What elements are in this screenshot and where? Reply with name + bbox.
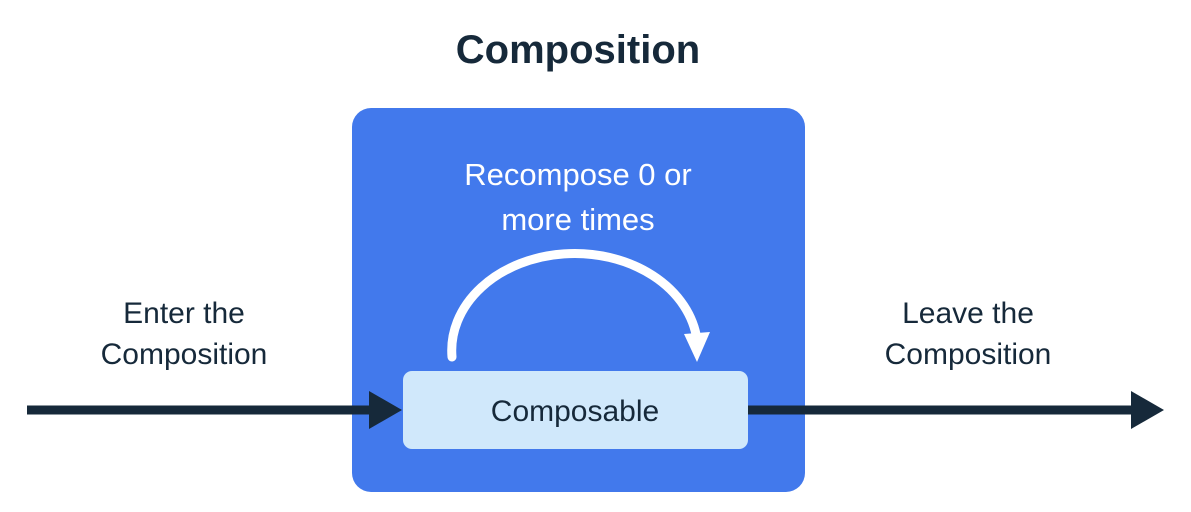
leave-composition-arrow: [748, 391, 1164, 429]
recompose-label-line2: more times: [501, 202, 654, 237]
enter-label-line2: Composition: [101, 338, 268, 371]
enter-label-line1: Enter the: [123, 297, 245, 330]
enter-composition-arrow: [27, 391, 402, 429]
leave-arrowhead: [1131, 391, 1164, 429]
recompose-label-line1: Recompose 0 or: [464, 157, 691, 192]
composable-box: [403, 371, 748, 449]
leave-label-line1: Leave the: [902, 297, 1034, 330]
recompose-loop-arrow: [447, 249, 710, 362]
page-title: Composition: [456, 28, 700, 72]
leave-label-line2: Composition: [885, 338, 1052, 371]
enter-arrowhead: [369, 391, 402, 429]
recompose-arrowhead: [684, 332, 710, 362]
composable-label: Composable: [491, 395, 659, 428]
